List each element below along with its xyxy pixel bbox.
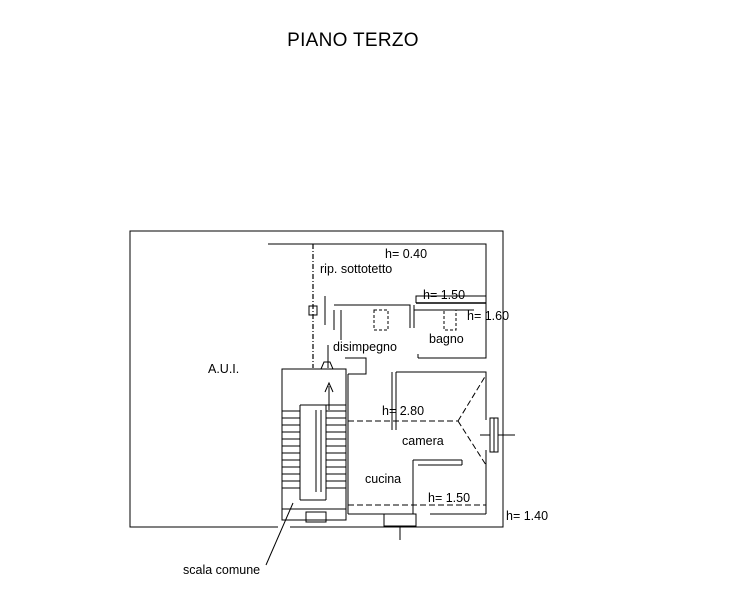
- staircase: [281, 368, 347, 523]
- label-scala-comune: scala comune: [183, 563, 260, 577]
- bathroom-walls: [324, 295, 486, 340]
- page-title: PIANO TERZO: [287, 30, 419, 51]
- height-label-attic: h= 0.40: [385, 247, 427, 261]
- stair-leader: [265, 502, 294, 566]
- height-label-outer: h= 1.40: [506, 509, 548, 523]
- attic-walls: [268, 243, 487, 359]
- dashed-axis: [308, 244, 318, 368]
- outer-boundary: [129, 230, 504, 528]
- label-bagno: bagno: [429, 332, 464, 346]
- label-rip-sottotetto: rip. sottotetto: [320, 262, 392, 276]
- label-disimpegno: disimpegno: [333, 340, 397, 354]
- height-label-bagno: h= 1.60: [467, 309, 509, 323]
- height-label-top: h= 1.50: [423, 288, 465, 302]
- label-aui: A.U.I.: [208, 362, 239, 376]
- apartment-walls: [347, 371, 487, 515]
- label-camera: camera: [402, 434, 444, 448]
- window-bottom: [383, 513, 417, 540]
- height-label-camera: h= 2.80: [382, 404, 424, 418]
- height-label-cucina: h= 1.50: [428, 491, 470, 505]
- window-right: [480, 417, 515, 453]
- label-cucina: cucina: [365, 472, 401, 486]
